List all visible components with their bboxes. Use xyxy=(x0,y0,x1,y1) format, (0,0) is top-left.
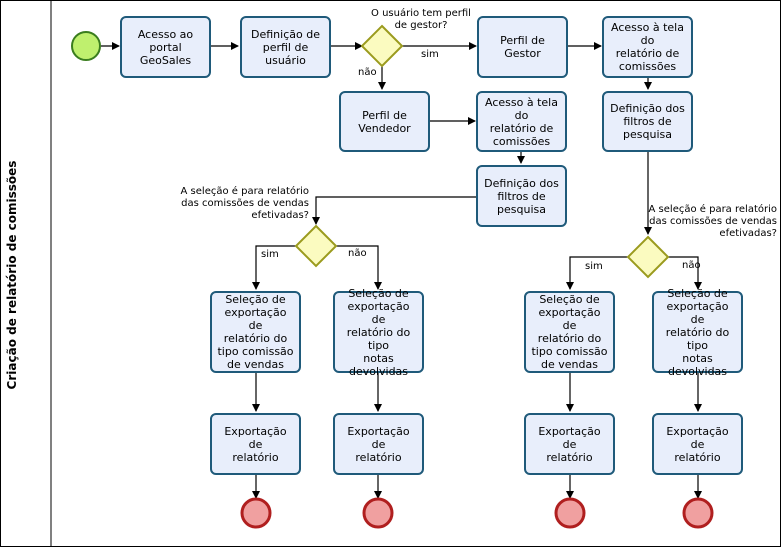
task-definicao-perfil[interactable]: Definição de perfil de usuário xyxy=(240,16,331,78)
flow-label-sim-right: sim xyxy=(585,261,603,272)
task-exportacao-4[interactable]: Exportação de relatório xyxy=(652,413,743,475)
task-selecao-notas-right[interactable]: Seleção de exportação de relatório do ti… xyxy=(652,287,743,378)
flow-label-sim-left: sim xyxy=(261,249,279,260)
gateway-selecao-right xyxy=(626,235,670,279)
flow-gateway-l-sim xyxy=(252,245,296,290)
task-definicao-filtros-gestor[interactable]: Definição dos filtros de pesquisa xyxy=(602,91,693,152)
task-perfil-vendedor[interactable]: Perfil de Vendedor xyxy=(339,91,430,152)
task-acesso-portal[interactable]: Acesso ao portal GeoSales xyxy=(120,16,211,78)
flow-label-nao-right: não xyxy=(682,260,701,271)
flow-gateway-r-sim xyxy=(566,256,628,290)
task-exportacao-3[interactable]: Exportação de relatório xyxy=(524,413,615,475)
end-event-3 xyxy=(554,497,586,529)
task-acesso-tela-gestor[interactable]: Acesso à tela do relatório de comissões xyxy=(602,16,693,78)
task-definicao-filtros-vendedor[interactable]: Definição dos filtros de pesquisa xyxy=(476,165,567,227)
flow-gateway-l-nao xyxy=(336,245,382,290)
end-event-1 xyxy=(240,497,272,529)
end-event-4 xyxy=(682,497,714,529)
end-event-2 xyxy=(362,497,394,529)
gateway-perfil-label: O usuário tem perfil de gestor? xyxy=(371,8,471,31)
flow-label-nao-perfil: não xyxy=(358,67,377,78)
flow-gateway-r-nao xyxy=(668,256,702,290)
gateway-perfil xyxy=(360,24,404,68)
flow-label-nao-left: não xyxy=(348,248,367,259)
gateway-selecao-right-label: A seleção é para relatório das comissões… xyxy=(648,204,777,239)
flow-label-sim-perfil: sim xyxy=(421,49,439,60)
task-selecao-comissao-left[interactable]: Seleção de exportação de relatório do ti… xyxy=(210,291,301,373)
gateway-selecao-left-label: A seleção é para relatório das comissões… xyxy=(180,186,309,221)
task-exportacao-2[interactable]: Exportação de relatório xyxy=(333,413,424,475)
start-event xyxy=(71,31,101,61)
gateway-selecao-left xyxy=(294,224,338,268)
task-selecao-comissao-right[interactable]: Seleção de exportação de relatório do ti… xyxy=(524,291,615,373)
task-acesso-tela-vendedor[interactable]: Acesso à tela do relatório de comissões xyxy=(476,91,567,152)
task-selecao-notas-left[interactable]: Seleção de exportação de relatório do ti… xyxy=(333,287,424,378)
task-perfil-gestor[interactable]: Perfil de Gestor xyxy=(477,16,568,78)
pool-title: Criação de relatório de comissões xyxy=(5,160,19,390)
task-exportacao-1[interactable]: Exportação de relatório xyxy=(210,413,301,475)
flow-filtros-to-gateway-l xyxy=(312,196,476,225)
